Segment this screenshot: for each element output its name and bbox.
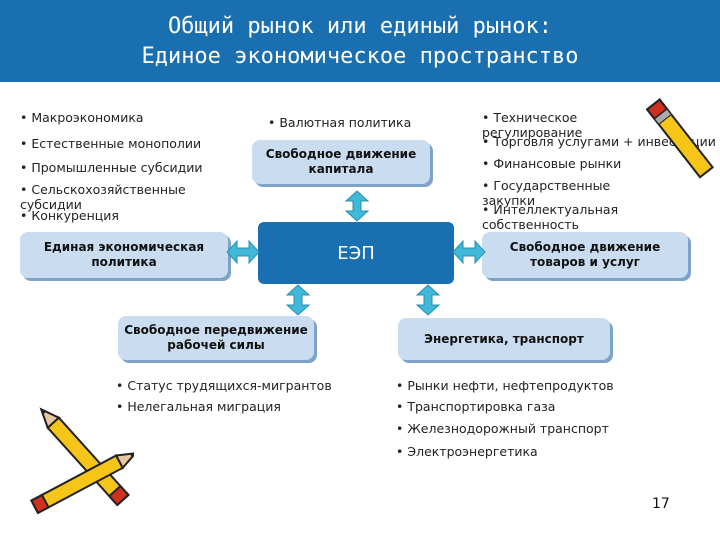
list-item: • Техническое регулирование — [482, 110, 583, 140]
capital-box: Свободное движение капитала — [252, 140, 430, 184]
list-item: • Валютная политика — [268, 115, 412, 130]
list-item: • Сельскохозяйственные субсидии — [20, 182, 186, 212]
list-item: • Государственные закупки — [482, 178, 611, 208]
list-item: • Интеллектуальная собственность — [482, 202, 619, 232]
pencil-clipart-icon — [645, 98, 715, 179]
pencils-clipart-icon — [30, 407, 134, 515]
list-item: • Электроэнергетика — [396, 444, 538, 459]
title-banner: Общий рынок или единый рынок: Единое эко… — [0, 0, 720, 82]
arrow-capital-center-icon — [344, 190, 370, 222]
list-item: • Торговля услугами + инвестиции — [482, 134, 716, 149]
labor-box: Свободное передвижение рабочей силы — [118, 316, 314, 360]
list-item: • Рынки нефти, нефтепродуктов — [396, 378, 614, 393]
economic-policy-box: Единая экономическая политика — [20, 232, 228, 278]
right-topic-list: • Техническое регулирование • Торговля у… — [482, 110, 718, 232]
middle-topic-list: • Валютная политика — [268, 115, 438, 135]
ees-center-box: ЕЭП — [258, 222, 454, 284]
list-item: • Макроэкономика — [20, 110, 144, 125]
arrow-center-goods-icon — [452, 239, 486, 265]
title-line-1: Общий рынок или единый рынок: — [167, 14, 553, 39]
list-item: • Нелегальная миграция — [116, 399, 281, 414]
labor-topic-list: • Статус трудящихся-мигрантов • Нелегаль… — [116, 378, 356, 418]
list-item: • Конкуренция — [20, 208, 119, 223]
list-item: • Транспортировка газа — [396, 399, 556, 414]
list-item: • Естественные монополии — [20, 136, 202, 151]
left-topic-list: • Макроэкономика • Естественные монополи… — [20, 110, 250, 223]
energy-topic-list: • Рынки нефти, нефтепродуктов • Транспор… — [396, 378, 636, 464]
energy-transport-box: Энергетика, транспорт — [398, 318, 610, 360]
list-item: • Статус трудящихся-мигрантов — [116, 378, 332, 393]
arrow-policy-center-icon — [226, 239, 260, 265]
arrow-center-energy-icon — [415, 284, 441, 316]
title-line-2: Единое экономическое пространство — [141, 44, 579, 69]
list-item: • Промышленные субсидии — [20, 160, 203, 175]
arrow-center-labor-icon — [285, 284, 311, 316]
list-item: • Железнодорожный транспорт — [396, 421, 609, 436]
goods-services-box: Свободное движение товаров и услуг — [482, 232, 688, 278]
page-number: 17 — [652, 496, 670, 512]
list-item: • Финансовые рынки — [482, 156, 622, 171]
